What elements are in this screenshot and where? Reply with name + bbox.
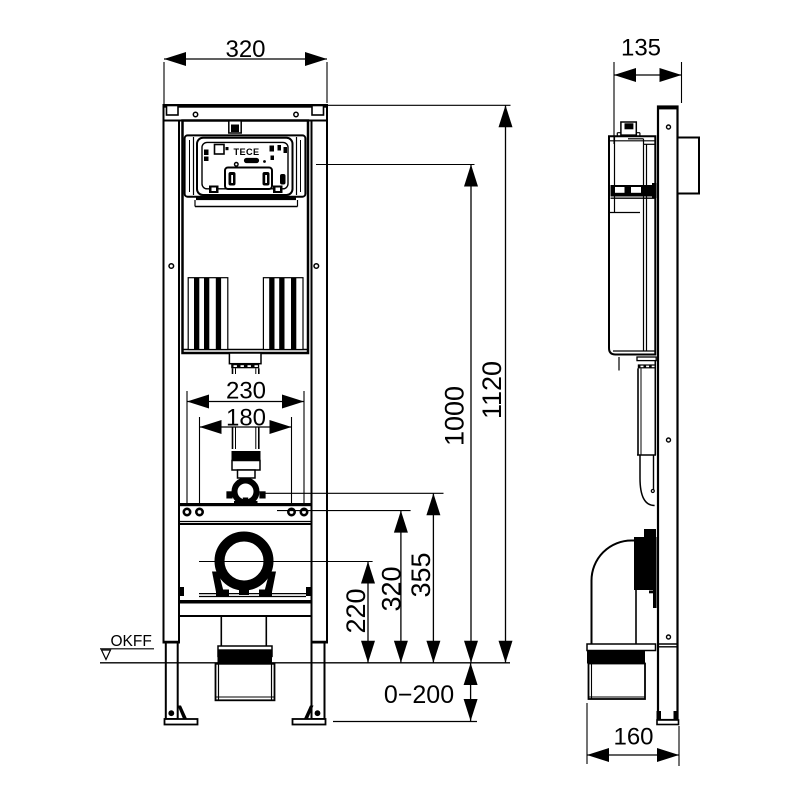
svg-text:320: 320 [225,36,265,63]
svg-text:230: 230 [226,378,266,405]
svg-text:1000: 1000 [440,386,470,446]
svg-text:355: 355 [406,552,436,597]
svg-text:135: 135 [621,35,661,62]
svg-text:160: 160 [613,724,653,751]
svg-text:1120: 1120 [477,361,507,419]
svg-text:320: 320 [377,566,407,611]
svg-text:TECE: TECE [233,147,259,157]
svg-text:OKFF: OKFF [111,633,152,650]
svg-text:220: 220 [341,588,371,633]
svg-text:0−200: 0−200 [384,681,454,709]
